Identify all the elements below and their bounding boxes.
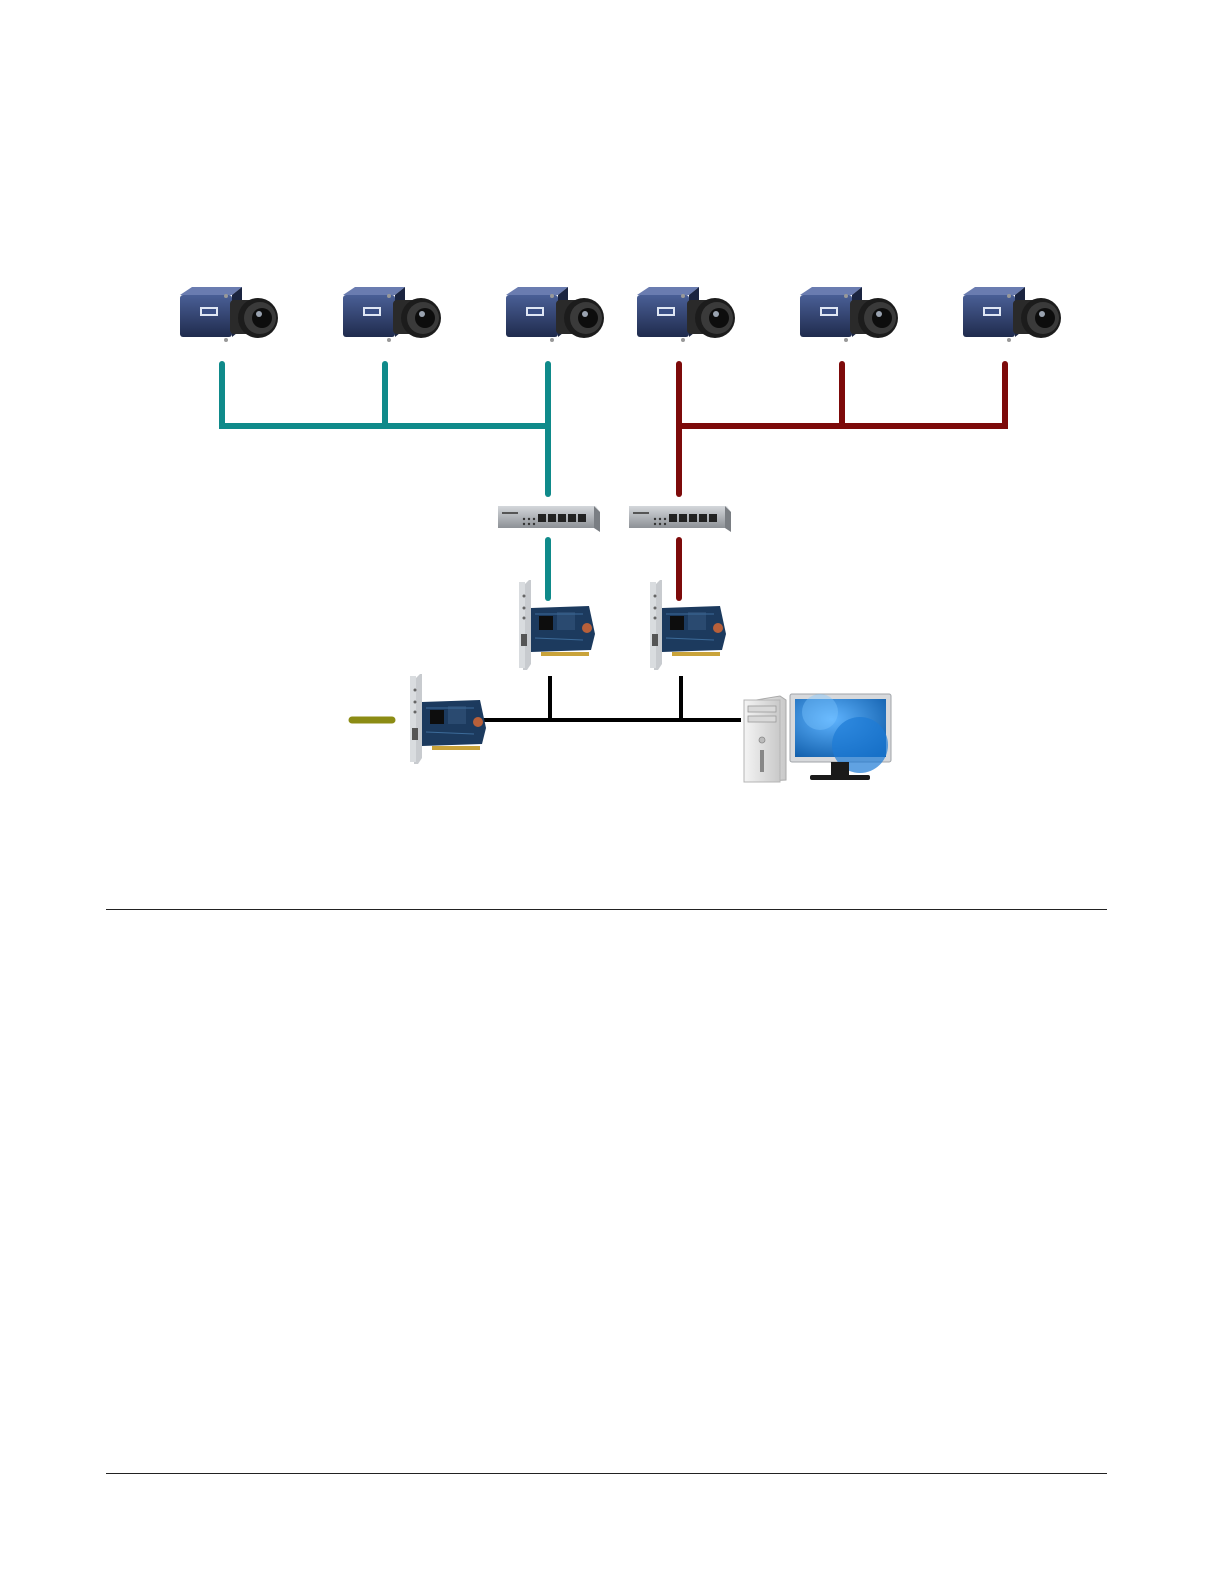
horizontal-rule xyxy=(106,909,1107,910)
host-bus-lines xyxy=(483,676,741,720)
network-switch-icon xyxy=(498,506,600,532)
monitor-icon xyxy=(790,694,891,780)
camera-icon xyxy=(506,287,604,342)
network-card-icon xyxy=(410,674,486,764)
camera-icon xyxy=(800,287,898,342)
footer-rule xyxy=(106,1473,1107,1474)
network-a-lines xyxy=(222,364,548,598)
network-card-icon xyxy=(650,580,726,670)
camera-icon xyxy=(180,287,278,342)
network-b-lines xyxy=(679,364,1005,598)
network-switch-icon xyxy=(629,506,731,532)
desktop-tower-icon xyxy=(744,696,786,782)
network-card-icon xyxy=(519,580,595,670)
camera-icon xyxy=(637,287,735,342)
camera-icon xyxy=(963,287,1061,342)
camera-icon xyxy=(343,287,441,342)
